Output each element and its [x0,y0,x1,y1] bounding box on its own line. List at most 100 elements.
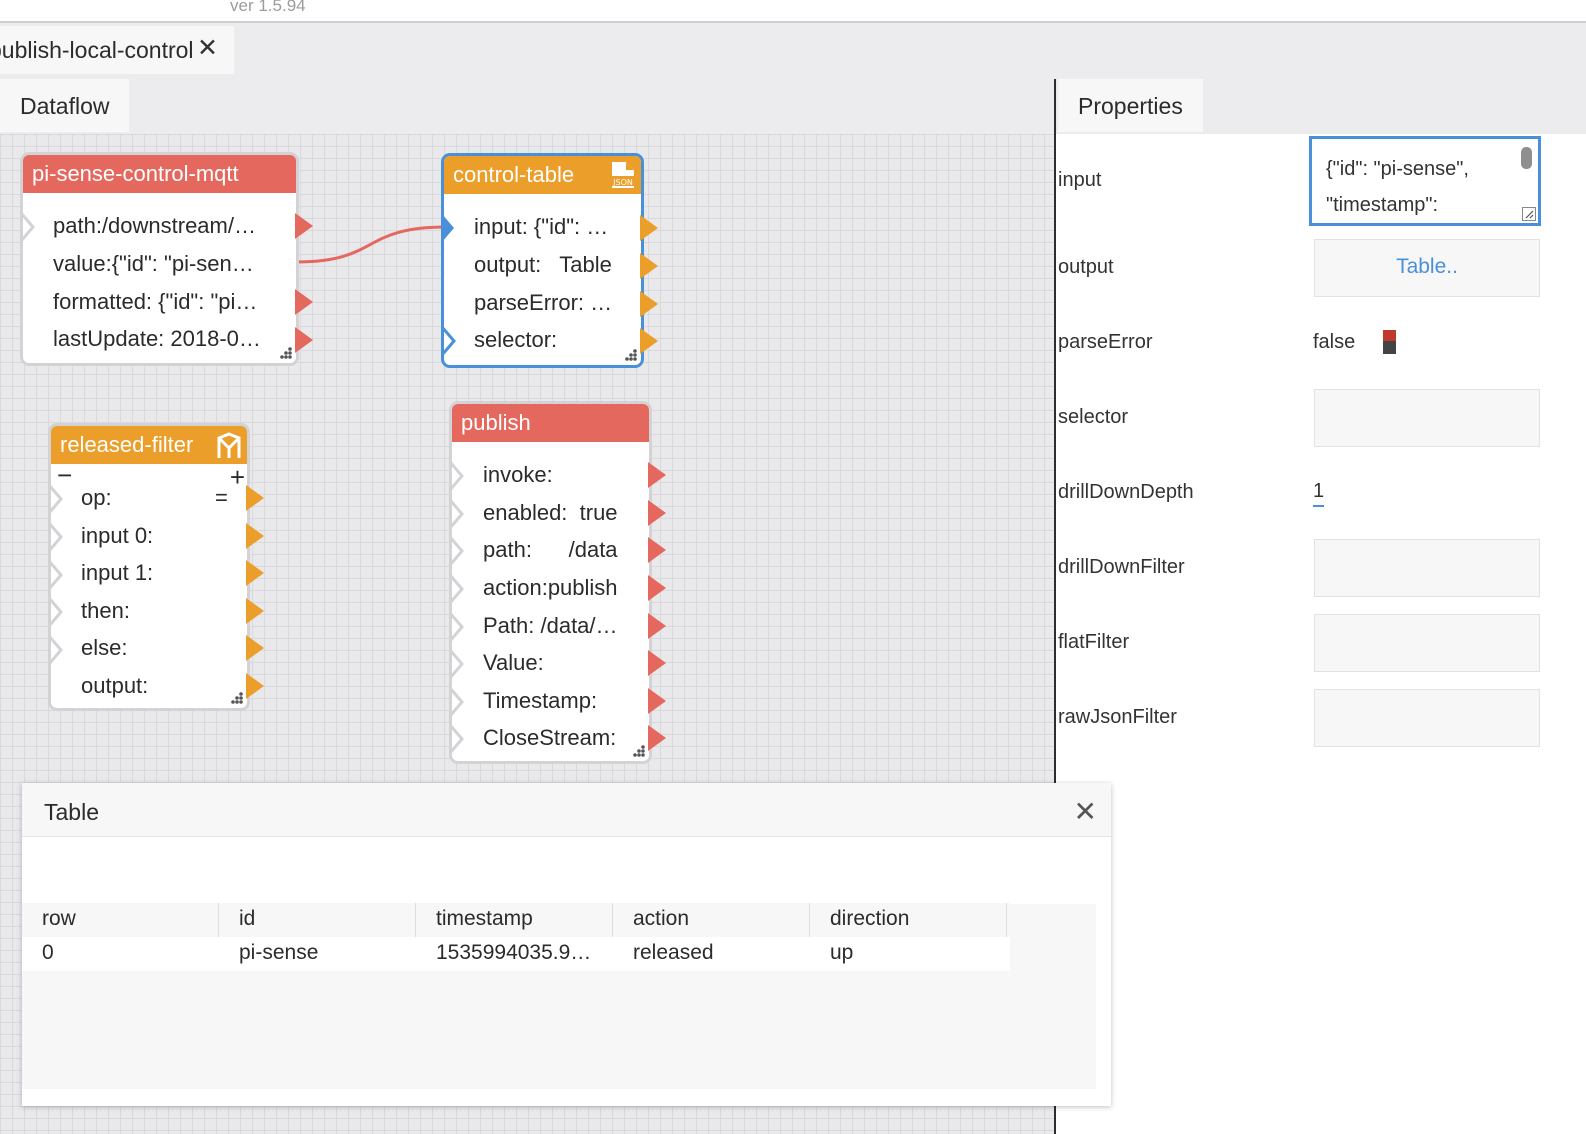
node-released-filter[interactable]: released-filter − + op: = input 0: input… [48,423,264,711]
output-port-icon[interactable] [246,673,264,699]
resize-handle-icon[interactable] [230,691,244,705]
column-header[interactable]: action [613,903,810,937]
input-port-icon[interactable] [48,522,64,552]
output-port-icon[interactable] [648,613,666,639]
output-port-icon[interactable] [648,462,666,488]
node-header[interactable]: control-table [444,156,641,194]
resize-handle-icon[interactable] [624,348,638,362]
prop-flatfilter-input[interactable] [1314,614,1540,672]
input-port-icon[interactable] [48,560,64,590]
input-port-icon[interactable] [449,649,465,679]
input-port-icon[interactable] [449,536,465,566]
prop-selector-input[interactable] [1314,389,1540,447]
dialog-header[interactable]: Table ✕ [22,783,1111,837]
port-CloseStream: CloseStream: [483,725,617,750]
prop-rawjsonfilter-input[interactable] [1314,689,1540,747]
output-port-icon[interactable] [648,537,666,563]
resize-handle-icon[interactable] [632,744,646,758]
output-port-icon[interactable] [246,485,264,511]
input-port-icon[interactable] [441,326,457,356]
resize-handle-icon[interactable] [279,346,293,360]
port-Value: Value: [483,650,544,675]
table-cell: up [830,941,854,964]
input-port-icon[interactable] [449,574,465,604]
output-port-icon[interactable] [295,289,313,315]
output-port-icon[interactable] [640,328,658,354]
input-port-icon[interactable] [449,612,465,642]
output-table-link[interactable]: Table.. [1396,255,1458,278]
output-port-icon[interactable] [295,327,313,353]
node-header[interactable]: released-filter [51,426,247,464]
port-input1: input 1: [81,560,154,585]
prop-selector-label: selector [1058,406,1129,428]
output-port-icon[interactable] [640,215,658,241]
node-publish[interactable]: publish invoke: enabled: true path: /dat… [449,401,666,764]
column-header[interactable]: row [22,903,219,937]
input-port-icon[interactable] [449,687,465,717]
port-Timestamp: Timestamp: [483,688,598,713]
input-port-icon[interactable] [449,724,465,754]
tab-properties[interactable]: Properties [1058,79,1203,132]
port-invoke: invoke: [483,462,553,487]
table-row[interactable]: 0 pi-sense 1535994035.9… released up [22,937,1010,971]
output-port-icon[interactable] [295,213,313,239]
output-port-icon[interactable] [246,635,264,661]
node-header[interactable]: publish [452,404,649,442]
port-Path: Path: /data/… [483,613,618,638]
remove-input-button[interactable]: − [57,460,73,490]
filter-icon [217,432,241,458]
node-control-table[interactable]: control-table JSON input: {"id": … outpu… [441,153,658,368]
prop-input-textarea[interactable]: {"id": "pi-sense", "timestamp": [1309,136,1541,226]
json-file-icon: JSON [612,162,634,188]
table-cell: 0 [42,941,54,964]
table-cell: released [633,941,714,964]
prop-drilldownfilter-input[interactable] [1314,539,1540,597]
input-port-icon[interactable] [449,499,465,529]
port-path: path:/downstream/… [53,213,256,238]
input-port-icon[interactable] [48,597,64,627]
document-tab[interactable]: publish-local-control ✕ [0,26,234,74]
input-port-icon[interactable] [449,461,465,491]
prop-output-box[interactable]: Table.. [1314,239,1540,297]
input-port-icon[interactable] [48,484,64,514]
prop-drilldowndepth-value[interactable]: 1 [1313,480,1325,507]
port-output: output: [81,673,149,698]
input-port-icon[interactable] [48,635,64,665]
prop-input-value: {"id": "pi-sense", "timestamp": [1326,158,1469,216]
tab-close-icon[interactable]: ✕ [197,34,218,62]
panel-divider[interactable] [1054,79,1056,1134]
textarea-resize-icon[interactable] [1522,207,1536,221]
port-action: action:publish [483,575,618,600]
prop-flatfilter-label: flatFilter [1058,631,1130,653]
column-header[interactable]: timestamp [416,903,613,937]
port-formatted: formatted: {"id": "pi… [53,289,258,314]
output-port-icon[interactable] [246,598,264,624]
column-header[interactable]: id [219,903,416,937]
output-port-icon[interactable] [246,560,264,586]
tab-dataflow[interactable]: Dataflow [0,79,130,132]
port-lastupdate: lastUpdate: 2018-0… [53,326,261,351]
scrollbar-thumb[interactable] [1521,147,1532,169]
table-cell: 1535994035.9… [436,941,592,964]
dialog-close-icon[interactable]: ✕ [1073,796,1097,827]
input-port-icon[interactable] [441,213,457,243]
output-port-icon[interactable] [640,253,658,279]
port-input0: input 0: [81,523,154,548]
parseerror-toggle[interactable] [1383,330,1396,354]
port-input: input: {"id": … [474,214,609,239]
top-bar: ver 1.5.94 [0,0,1586,23]
port-op: op: [81,485,112,510]
output-port-icon[interactable] [246,523,264,549]
output-port-icon[interactable] [640,291,658,317]
node-header[interactable]: pi-sense-control-mqtt [23,155,296,193]
column-header[interactable]: direction [810,903,1007,937]
input-port-icon[interactable] [20,212,36,242]
prop-output-label: output [1058,256,1114,278]
output-port-icon[interactable] [648,688,666,714]
output-port-icon[interactable] [648,650,666,676]
add-input-button[interactable]: + [229,462,245,492]
output-port-icon[interactable] [648,575,666,601]
output-port-icon[interactable] [648,500,666,526]
output-port-icon[interactable] [648,725,666,751]
node-pi-sense-control-mqtt[interactable]: pi-sense-control-mqtt path:/downstream/…… [20,152,313,366]
